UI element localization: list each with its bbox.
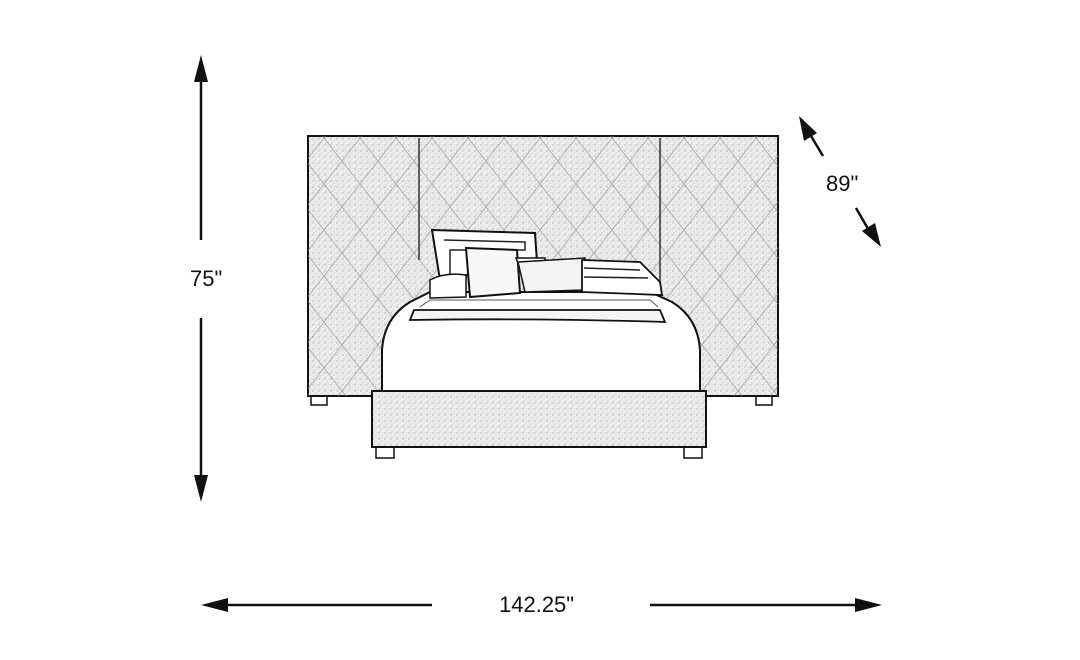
headboard-left-leg — [310, 395, 328, 406]
bed-illustration — [307, 135, 779, 459]
width-label: 142.25" — [499, 592, 575, 617]
headboard-right-leg — [755, 395, 773, 406]
height-label: 75" — [190, 266, 223, 291]
depth-arrow — [799, 116, 881, 247]
height-arrow — [194, 55, 208, 502]
duvet — [381, 291, 701, 392]
bed-base — [371, 390, 707, 448]
pillows — [429, 228, 664, 299]
depth-label: 89" — [826, 171, 859, 196]
width-arrow — [201, 598, 882, 612]
